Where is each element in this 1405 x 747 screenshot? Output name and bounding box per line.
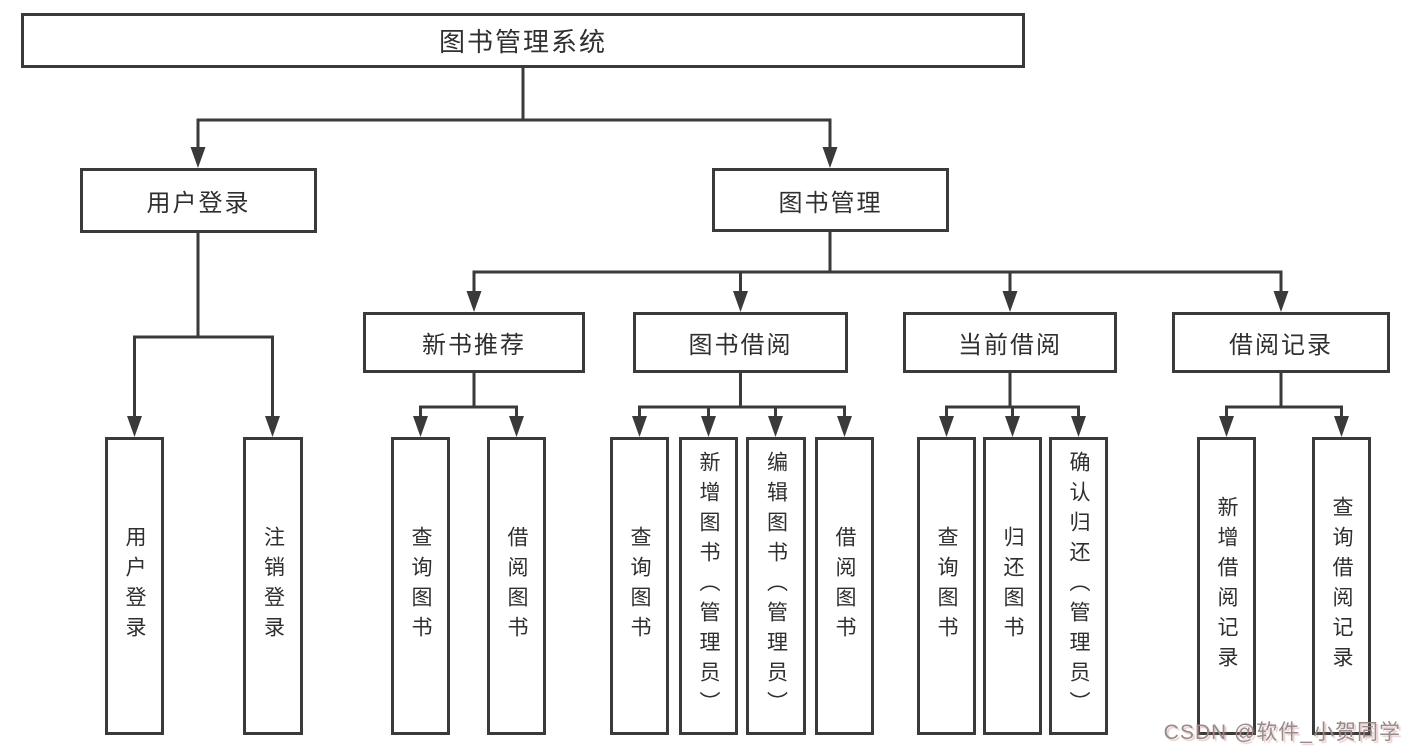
leaf-query-books-recommend: 查询图书 (391, 437, 450, 735)
arrow-down-icon (1005, 416, 1020, 437)
arrow-down-icon (466, 291, 482, 312)
node-book-management-label: 图书管理 (778, 189, 883, 217)
arrowheads (127, 147, 1349, 437)
node-new-book-recommend-label: 新书推荐 (422, 332, 526, 359)
arrow-down-icon (822, 147, 838, 168)
node-book-borrowing-label: 图书借阅 (688, 332, 793, 359)
connector-book-mgmt-to-level2 (472, 230, 1283, 294)
node-book-management: 图书管理 (712, 168, 949, 232)
arrow-down-icon (939, 416, 954, 437)
leaf-query-books-borrowing: 查询图书 (610, 437, 669, 735)
connector-new-book-to-leaves (419, 371, 518, 419)
leaf-borrow-books-recommend: 借阅图书 (487, 437, 546, 735)
node-user-login-label: 用户登录 (146, 190, 251, 217)
leaf-query-books-current: 查询图书 (917, 437, 976, 735)
node-user-login: 用户登录 (80, 168, 317, 233)
node-library-management-system-label: 图书管理系统 (438, 27, 607, 57)
node-current-borrowing-label: 当前借阅 (958, 332, 1062, 359)
leaf-logout-login-label: 注销登录 (261, 526, 285, 646)
leaf-borrow-books-recommend-label: 借阅图书 (505, 526, 528, 646)
csdn-watermark: CSDN @软件_小贺同学 (1163, 721, 1401, 744)
leaf-add-borrow-record: 新增借阅记录 (1197, 437, 1256, 735)
node-current-borrowing: 当前借阅 (903, 312, 1117, 373)
arrow-down-icon (509, 416, 524, 437)
leaf-confirm-return-admin-label: 确认归还（管理员） (1067, 451, 1090, 721)
connector-book-borrow-to-leaves (638, 372, 846, 419)
arrow-down-icon (1219, 416, 1234, 437)
leaf-edit-book-admin: 编辑图书（管理员） (746, 437, 806, 735)
node-book-borrowing: 图书借阅 (633, 312, 848, 373)
leaf-query-books-current-label: 查询图书 (935, 526, 958, 646)
leaf-user-login-label: 用户登录 (123, 526, 146, 646)
leaf-query-borrow-record-label: 查询借阅记录 (1330, 496, 1353, 676)
arrow-down-icon (701, 416, 716, 437)
connector-current-borrow-to-leaves (945, 372, 1080, 419)
arrow-down-icon (265, 416, 280, 437)
leaf-add-borrow-record-label: 新增借阅记录 (1215, 496, 1238, 676)
arrow-down-icon (413, 416, 428, 437)
leaf-return-books-label: 归还图书 (1001, 526, 1024, 646)
arrow-down-icon (632, 416, 647, 437)
leaf-logout-login: 注销登录 (243, 437, 303, 735)
arrow-down-icon (1334, 416, 1349, 437)
leaf-query-books-recommend-label: 查询图书 (409, 526, 432, 646)
leaf-confirm-return-admin: 确认归还（管理员） (1049, 437, 1108, 735)
node-new-book-recommend: 新书推荐 (363, 312, 585, 373)
leaf-borrow-books-label: 借阅图书 (833, 526, 856, 646)
node-borrow-records: 借阅记录 (1172, 312, 1390, 373)
leaf-add-book-admin: 新增图书（管理员） (679, 437, 738, 735)
node-borrow-records-label: 借阅记录 (1229, 332, 1333, 359)
arrow-down-icon (1071, 416, 1086, 437)
connector-borrow-record-to-leaves (1225, 371, 1343, 419)
leaf-user-login: 用户登录 (105, 437, 164, 735)
arrow-down-icon (837, 416, 852, 437)
arrow-down-icon (768, 416, 783, 437)
leaf-edit-book-admin-label: 编辑图书（管理员） (764, 451, 788, 721)
connector-user-login-to-leaves (133, 231, 274, 419)
leaf-borrow-books: 借阅图书 (815, 437, 874, 735)
arrow-down-icon (733, 291, 748, 312)
connector-root-to-level1 (196, 66, 832, 150)
leaf-query-books-borrowing-label: 查询图书 (628, 526, 651, 646)
arrow-down-icon (1002, 291, 1018, 312)
node-library-management-system: 图书管理系统 (21, 13, 1025, 68)
arrow-down-icon (190, 147, 206, 168)
leaf-query-borrow-record: 查询借阅记录 (1312, 437, 1371, 735)
leaf-return-books: 归还图书 (983, 437, 1042, 735)
arrow-down-icon (1273, 291, 1289, 312)
leaf-add-book-admin-label: 新增图书（管理员） (697, 451, 720, 721)
arrow-down-icon (127, 416, 142, 437)
